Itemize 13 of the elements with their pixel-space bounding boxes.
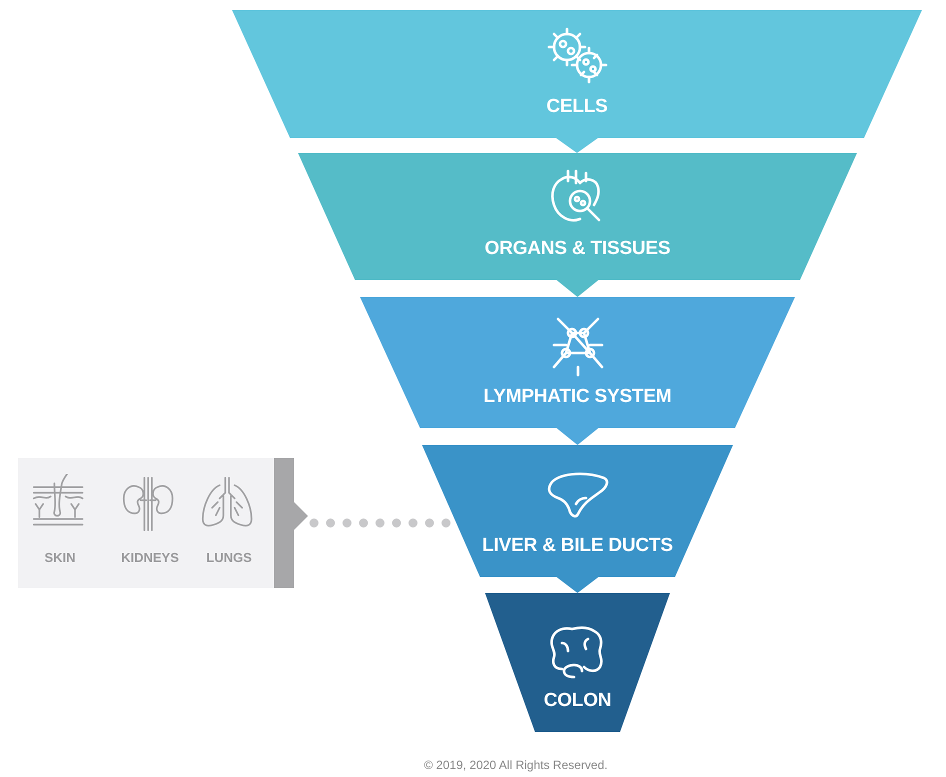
segment-label: ORGANS & TISSUES <box>484 238 670 260</box>
segment-label: LYMPHATIC SYSTEM <box>484 386 672 408</box>
arrow <box>556 577 598 593</box>
segment-label: CELLS <box>546 96 608 118</box>
segment-label: LIVER & BILE DUCTS <box>482 535 673 557</box>
copyright-notice: © 2019, 2020 All Rights Reserved. <box>424 758 608 772</box>
arrow <box>556 428 598 445</box>
arrow <box>556 280 598 297</box>
organ-label: KIDNEYS <box>121 550 179 565</box>
arrow <box>556 138 598 153</box>
organ-label: LUNGS <box>206 550 252 565</box>
segment-label: COLON <box>544 690 612 712</box>
organ-label: SKIN <box>44 550 76 565</box>
